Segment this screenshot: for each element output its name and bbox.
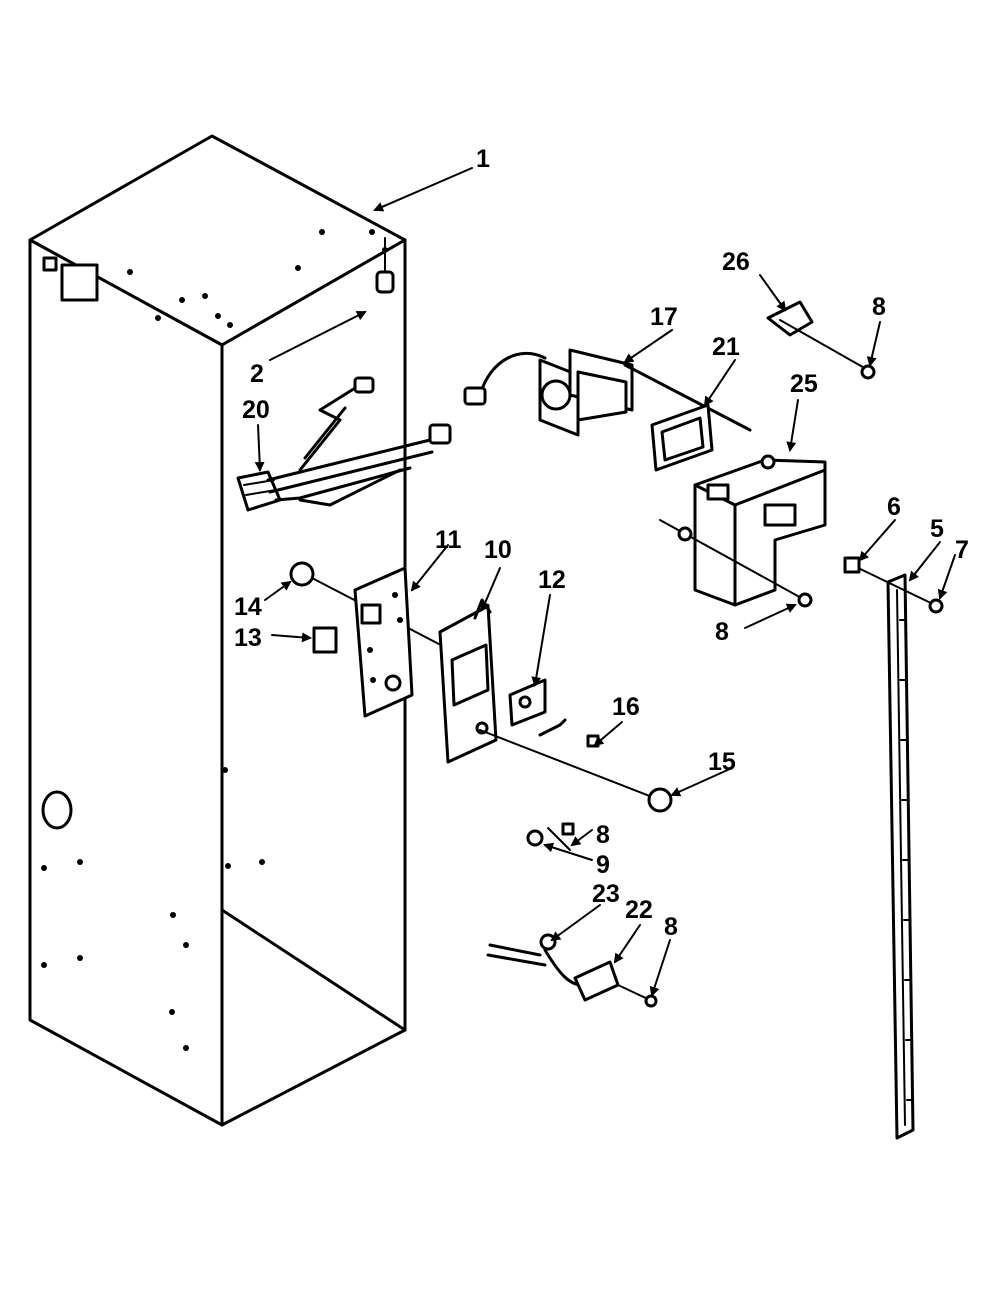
callout-labels: 1 2 20 26 8 17 21 25 6 5 7 8 11 10 12 14… — [234, 145, 969, 941]
callout-9: 9 — [596, 851, 610, 879]
part-26-bracket — [766, 300, 876, 380]
callout-25: 25 — [790, 370, 818, 398]
part-6-nut — [843, 556, 861, 574]
callout-8a: 8 — [872, 293, 886, 321]
callout-16: 16 — [612, 693, 640, 721]
callout-20: 20 — [242, 396, 270, 424]
part-12-plate — [508, 678, 567, 737]
callout-8c: 8 — [596, 821, 610, 849]
callout-23: 23 — [592, 880, 620, 908]
part-25-housing — [659, 454, 827, 608]
cabinet-holes — [41, 229, 388, 1051]
callout-13: 13 — [234, 624, 262, 652]
callout-7: 7 — [955, 536, 969, 564]
part-5-rail — [843, 556, 944, 1140]
callout-15: 15 — [708, 748, 736, 776]
callout-8b: 8 — [715, 618, 729, 646]
label-plate — [60, 263, 99, 302]
callout-14: 14 — [234, 593, 262, 621]
callout-26: 26 — [722, 248, 750, 276]
callout-8d: 8 — [664, 913, 678, 941]
part-7-screw — [928, 598, 944, 614]
part-21-gasket — [650, 403, 714, 472]
callout-1: 1 — [476, 145, 490, 173]
drain-hole — [41, 790, 73, 830]
part-23-connector — [539, 933, 557, 951]
part-11-plate — [353, 566, 414, 718]
part-15-knob — [647, 787, 673, 813]
cabinet — [28, 134, 407, 1127]
part-20-wire-harness — [236, 376, 452, 512]
leader-lines — [254, 167, 956, 997]
callout-12: 12 — [538, 566, 566, 594]
callout-21: 21 — [712, 333, 740, 361]
callout-11: 11 — [435, 526, 462, 554]
part-2-plug — [375, 237, 395, 294]
badge-icon — [42, 256, 58, 272]
callout-6: 6 — [887, 493, 901, 521]
part-9-clip — [526, 829, 544, 847]
part-14-plug — [289, 561, 315, 587]
part-10-bracket — [438, 598, 498, 764]
part-17-control — [463, 348, 752, 437]
callout-10: 10 — [484, 536, 512, 564]
part-13-pad — [312, 626, 338, 654]
part-22-switch — [486, 933, 658, 1008]
callout-17: 17 — [650, 303, 678, 331]
callout-5: 5 — [930, 515, 944, 543]
callout-22: 22 — [625, 896, 653, 924]
callout-2: 2 — [250, 360, 264, 388]
